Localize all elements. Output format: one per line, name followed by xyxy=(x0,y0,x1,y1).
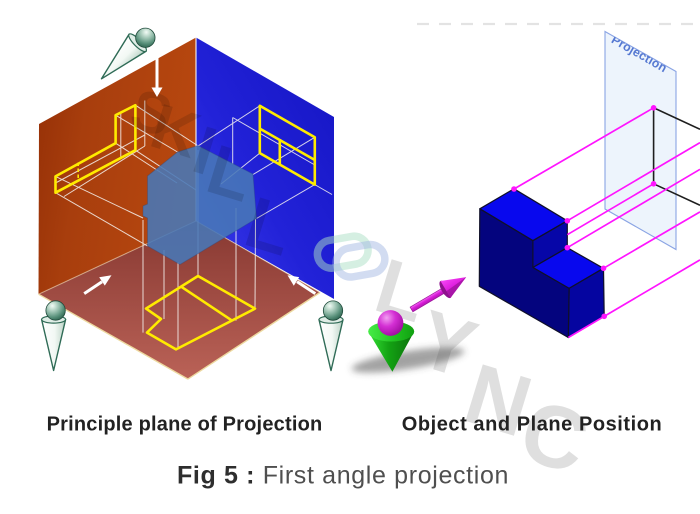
svg-text:Principle plane of Projection: Principle plane of Projection xyxy=(47,414,323,436)
svg-text:Fig 5 : First angle projection: Fig 5 : First angle projection xyxy=(177,462,509,490)
svg-text:Object and Plane Position: Object and Plane Position xyxy=(402,414,662,436)
